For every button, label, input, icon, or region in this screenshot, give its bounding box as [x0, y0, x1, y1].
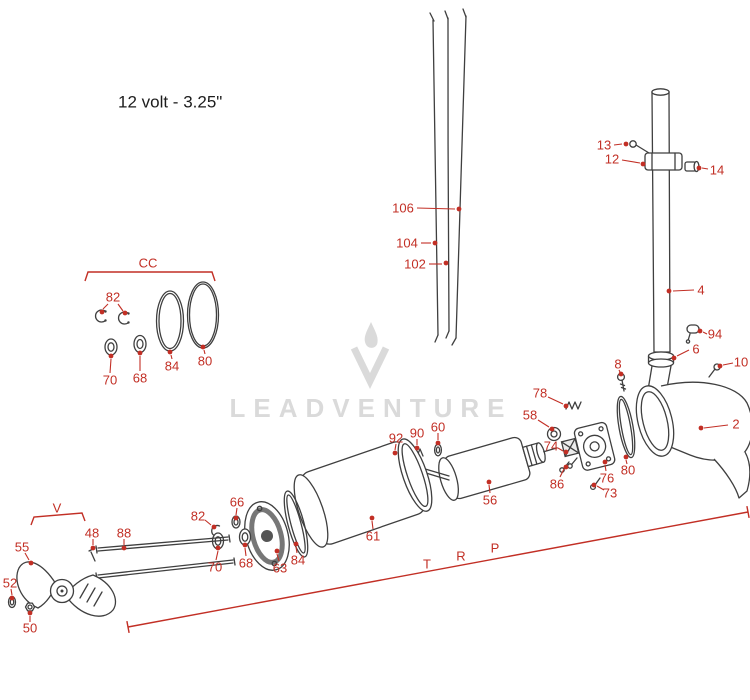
- v-group-label: V: [53, 501, 62, 516]
- part-callout-76[interactable]: 76: [600, 471, 614, 486]
- armature-assembly: [387, 436, 558, 501]
- part-callout-8[interactable]: 8: [614, 357, 621, 372]
- part-callout-102[interactable]: 102: [404, 257, 426, 272]
- part-callout-86[interactable]: 86: [550, 477, 564, 492]
- lower-unit-housing: [616, 365, 750, 499]
- steering-cables: [429, 8, 467, 346]
- part-callout-68-cc[interactable]: 68: [133, 371, 147, 386]
- part-callout-48[interactable]: 48: [85, 526, 99, 541]
- propeller-assembly: [7, 548, 117, 617]
- steering-clamp: [629, 140, 700, 173]
- cc-bracket: [84, 271, 216, 282]
- motor-end-cap-assembly: [546, 401, 616, 491]
- thru-bolts: [95, 534, 236, 581]
- part-callout-104[interactable]: 104: [396, 236, 418, 251]
- part-callout-12[interactable]: 12: [605, 152, 619, 167]
- part-callout-80-motor[interactable]: 80: [621, 463, 635, 478]
- part-callout-70-cc[interactable]: 70: [103, 373, 117, 388]
- part-callout-6[interactable]: 6: [692, 342, 699, 357]
- part-callout-80-cc[interactable]: 80: [198, 354, 212, 369]
- motor-housing: [293, 438, 433, 548]
- part-callout-84-cc[interactable]: 84: [165, 359, 179, 374]
- part-callout-88[interactable]: 88: [117, 526, 131, 541]
- part-callout-4[interactable]: 4: [697, 283, 704, 298]
- part-callout-63[interactable]: 63: [273, 561, 287, 576]
- part-callout-10[interactable]: 10: [734, 355, 748, 370]
- watermark-flame-icon: [364, 322, 378, 348]
- part-callout-78[interactable]: 78: [533, 386, 547, 401]
- callout-leaders: [9, 141, 734, 622]
- part-callout-106[interactable]: 106: [392, 201, 414, 216]
- part-callout-66[interactable]: 66: [230, 495, 244, 510]
- main-shaft: [647, 88, 675, 368]
- part-callout-50[interactable]: 50: [23, 621, 37, 636]
- part-callout-92[interactable]: 92: [389, 431, 403, 446]
- part-callout-73[interactable]: 73: [603, 486, 617, 501]
- part-callout-68-housing[interactable]: 68: [239, 556, 253, 571]
- section-line: [127, 511, 749, 628]
- watermark-text: LEADVENTURE: [229, 393, 512, 423]
- cc-group-label: CC: [139, 256, 158, 271]
- part-callout-70-housing[interactable]: 70: [208, 560, 222, 575]
- part-callout-94[interactable]: 94: [708, 327, 722, 342]
- part-callout-2[interactable]: 2: [732, 417, 739, 432]
- part-callout-58[interactable]: 58: [523, 408, 537, 423]
- part-callout-14[interactable]: 14: [710, 163, 724, 178]
- v-bracket: [30, 512, 86, 526]
- part-callout-84-housing[interactable]: 84: [291, 553, 305, 568]
- zone-label-p: P: [491, 541, 500, 556]
- callout-labels: 13 12 14 106 104 102 4 94 6 10 8 2 78 58…: [3, 138, 748, 636]
- part-callout-13[interactable]: 13: [597, 138, 611, 153]
- section-line-tick-left: [126, 620, 130, 634]
- group-brackets: [30, 271, 750, 634]
- watermark: LEADVENTURE: [229, 322, 512, 423]
- part-callout-61[interactable]: 61: [366, 529, 380, 544]
- part-callout-74[interactable]: 74: [544, 439, 558, 454]
- part-callout-60[interactable]: 60: [431, 420, 445, 435]
- part-callout-55[interactable]: 55: [15, 540, 29, 555]
- watermark-v-icon: [350, 346, 390, 390]
- part-callout-82-cc[interactable]: 82: [106, 290, 120, 305]
- part-callout-56[interactable]: 56: [483, 493, 497, 508]
- zone-label-r: R: [456, 549, 465, 564]
- page-title: 12 volt - 3.25": [118, 93, 222, 112]
- part-callout-82-housing[interactable]: 82: [191, 509, 205, 524]
- section-line-tick-right: [746, 505, 750, 519]
- part-callout-90[interactable]: 90: [410, 426, 424, 441]
- zone-label-t: T: [423, 557, 431, 572]
- part-callout-52[interactable]: 52: [3, 576, 17, 591]
